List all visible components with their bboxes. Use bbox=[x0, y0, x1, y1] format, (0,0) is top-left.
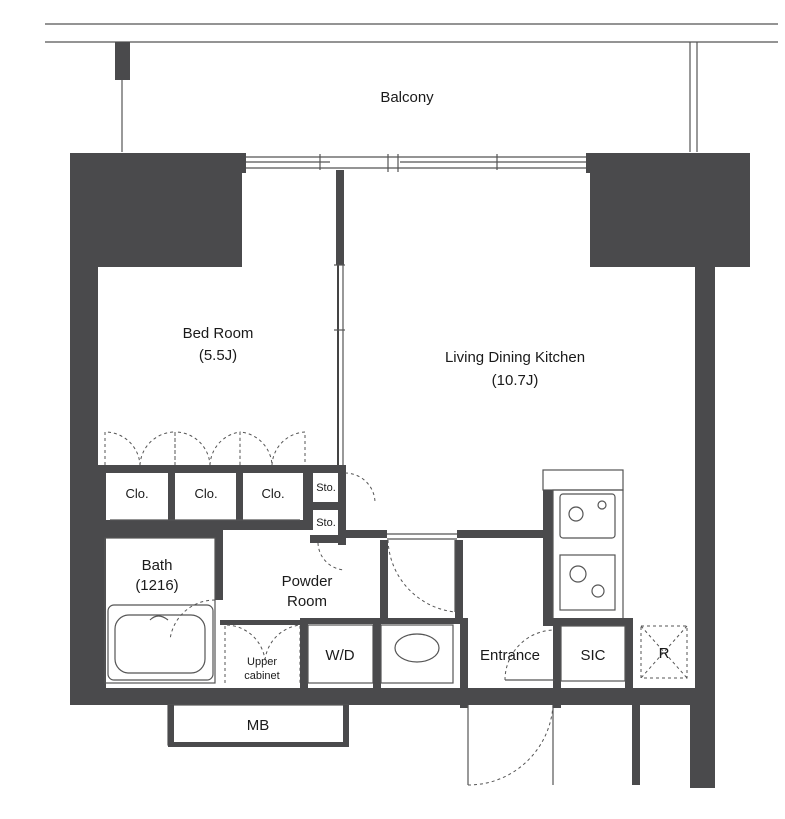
ldk-size: (10.7J) bbox=[492, 372, 539, 389]
powder-room-label-1: Powder bbox=[282, 573, 333, 590]
closet-label-2: Clo. bbox=[194, 486, 217, 501]
balcony-drain-pillar bbox=[115, 42, 130, 80]
closet-label-1: Clo. bbox=[125, 486, 148, 501]
balcony-outline bbox=[45, 23, 778, 152]
balcony-windows bbox=[238, 153, 594, 173]
meter-box-label: MB bbox=[247, 717, 270, 734]
meter-box bbox=[167, 704, 349, 747]
sic-label: SIC bbox=[580, 647, 605, 664]
powder-room bbox=[220, 618, 460, 690]
refrigerator-label: R bbox=[659, 645, 670, 662]
bedroom-size: (5.5J) bbox=[199, 347, 237, 364]
upper-cabinet-label-1: Upper bbox=[247, 656, 277, 668]
closet-door-swings bbox=[104, 431, 306, 466]
upper-cabinet-label-2: cabinet bbox=[244, 670, 279, 682]
bedroom-label: Bed Room bbox=[183, 325, 254, 342]
kitchen-counter bbox=[542, 469, 633, 626]
storage-label-1: Sto. bbox=[316, 482, 336, 494]
ldk-label: Living Dining Kitchen bbox=[445, 349, 585, 366]
bathroom bbox=[98, 530, 216, 690]
balcony-label: Balcony bbox=[380, 89, 434, 106]
storage-label-2: Sto. bbox=[316, 517, 336, 529]
bath-label: Bath bbox=[142, 557, 173, 574]
entrance-label: Entrance bbox=[480, 647, 540, 664]
entrance-block bbox=[460, 618, 688, 690]
closet-label-3: Clo. bbox=[261, 486, 284, 501]
powder-room-label-2: Room bbox=[287, 593, 327, 610]
front-door bbox=[460, 688, 561, 786]
bedroom-partition bbox=[334, 170, 345, 470]
bath-size: (1216) bbox=[135, 577, 178, 594]
interior-walls bbox=[98, 530, 547, 620]
storage-block bbox=[310, 465, 376, 571]
closet-block bbox=[98, 465, 313, 530]
washer-dryer-label: W/D bbox=[325, 647, 354, 664]
